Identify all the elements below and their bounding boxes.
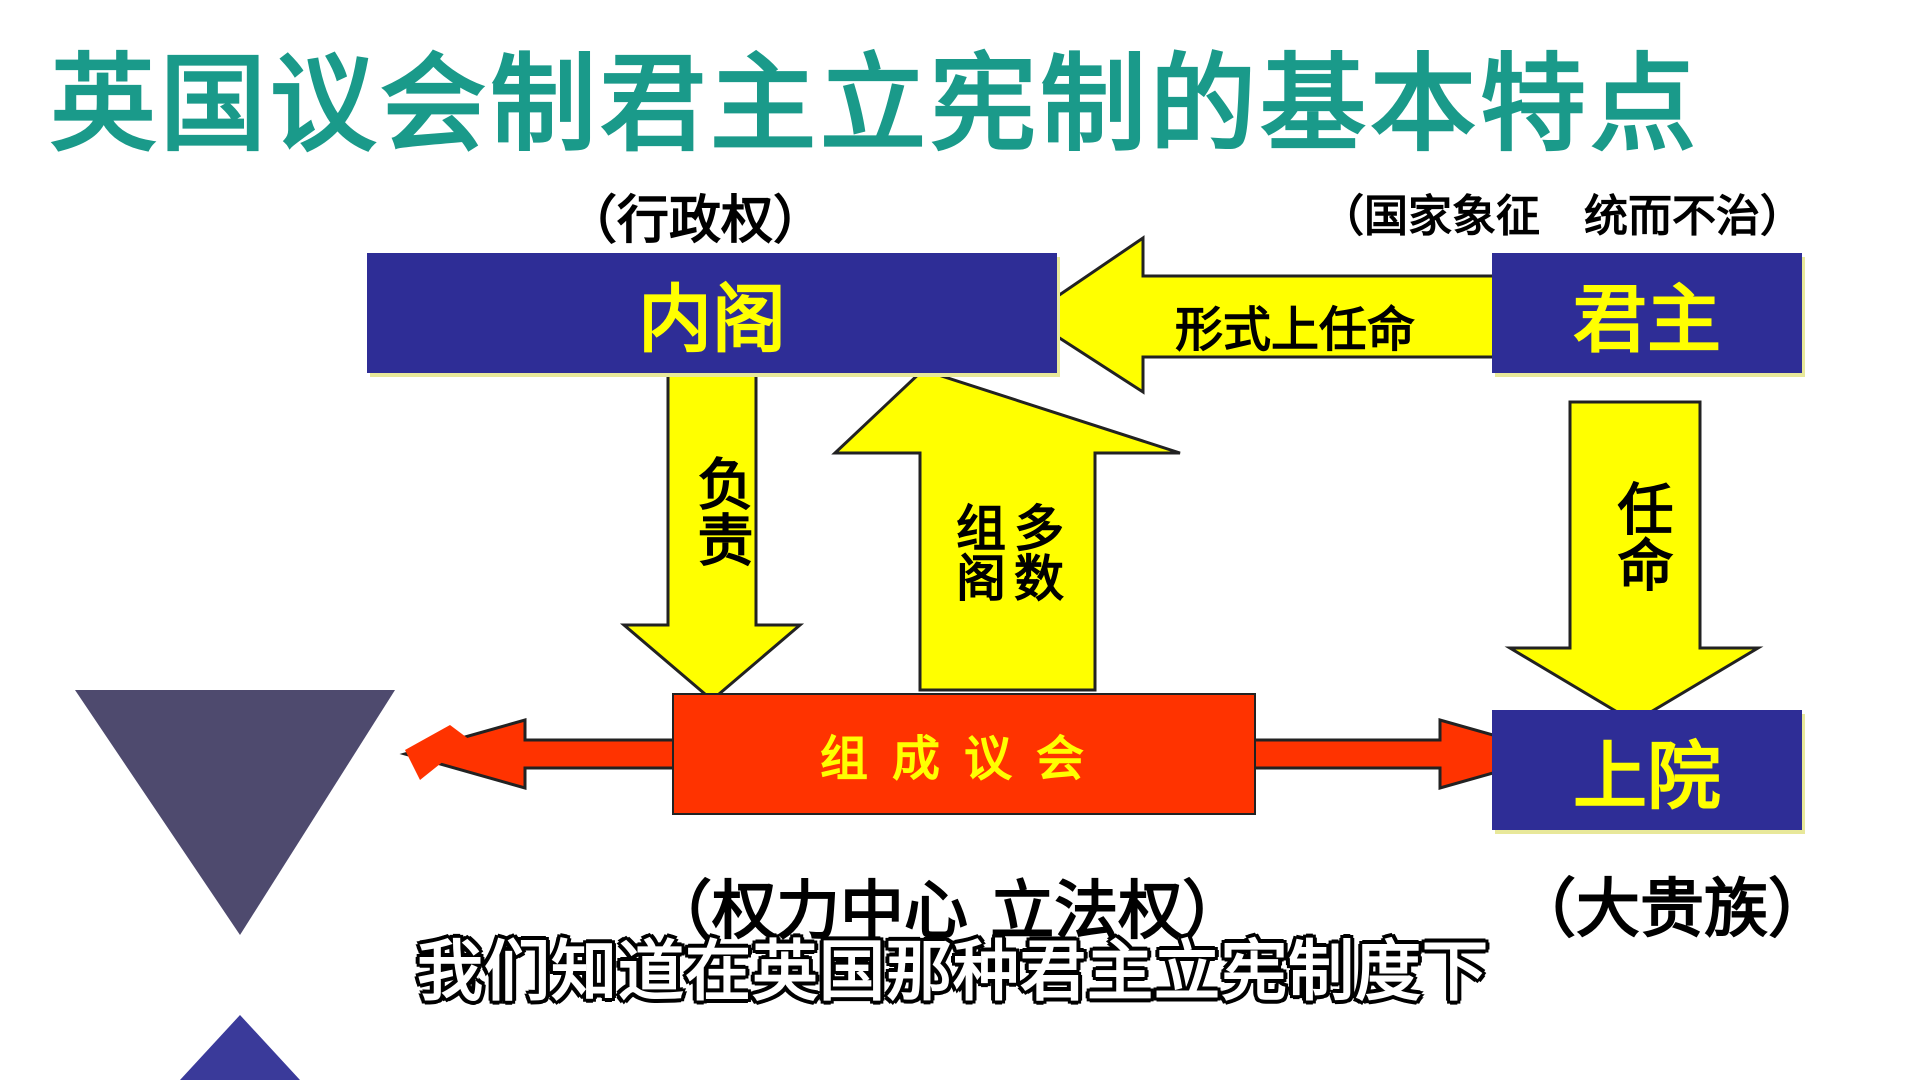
parliament-note: （权力中心 立法权） [648, 875, 1247, 949]
formal-appointment-label: 形式上任命 [1175, 302, 1416, 358]
appoint-arrow [1504, 400, 1764, 724]
video-subtitle: 我们知道在英国那种君主立宪制度下 [417, 933, 1489, 1010]
parliament-label: 组成议会 [819, 731, 1108, 787]
cabinet-note: （行政权） [565, 191, 826, 251]
decorative-triangle-lower [180, 1015, 300, 1080]
majority-cabinet-arrow [831, 368, 1181, 692]
cabinet-label: 内阁 [638, 276, 786, 363]
responsible-label: 负责 [688, 455, 753, 567]
decorative-triangle [75, 690, 395, 935]
upper-house-note: （大贵族） [1512, 873, 1832, 947]
monarch-label: 君主 [1573, 276, 1721, 363]
red-flare [405, 725, 470, 780]
responsible-arrow [619, 371, 805, 702]
majority-cabinet-label: 多数组阁 [948, 502, 1064, 602]
slide-title: 英国议会制君主立宪制的基本特点 [50, 43, 1700, 166]
cabinet-box: 内阁 [367, 253, 1057, 373]
appoint-label: 任命 [1608, 480, 1673, 592]
upper-house-label: 上院 [1573, 733, 1721, 820]
upper-house-box: 上院 [1492, 710, 1802, 830]
monarch-box: 君主 [1492, 253, 1802, 373]
parliament-box: 组成议会 [672, 693, 1256, 815]
monarch-note: （国家象征 统而不治） [1320, 191, 1804, 242]
